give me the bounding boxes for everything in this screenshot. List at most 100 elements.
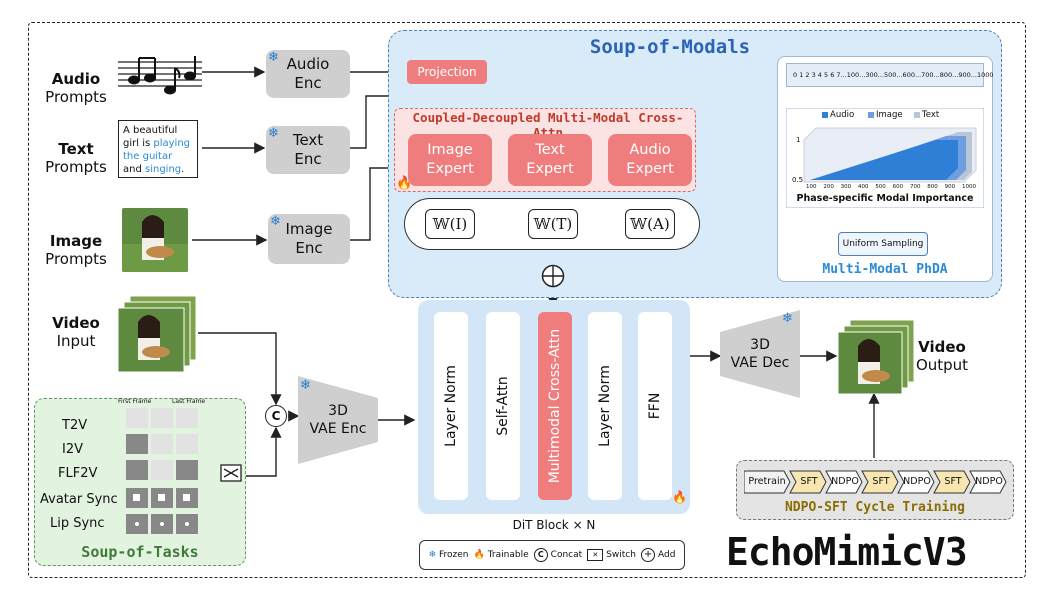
chart-y-top: 1 bbox=[796, 136, 801, 144]
legend-frozen-text: Frozen bbox=[439, 550, 469, 560]
phda-title: Multi-Modal PhDA bbox=[822, 262, 948, 277]
caption-highlight-1: playing the guitar bbox=[123, 138, 191, 162]
text-enc-l2: Enc bbox=[294, 150, 322, 168]
step-ndpo: NDPO bbox=[903, 476, 931, 487]
task-avatar-sync: Avatar Sync bbox=[40, 492, 118, 507]
image-prompts-rest: Prompts bbox=[45, 250, 107, 268]
audio-prompts-label: Audio Prompts bbox=[40, 70, 112, 106]
task-t2v: T2V bbox=[62, 418, 88, 433]
caption-part-3: . bbox=[181, 164, 185, 175]
task-i2v: I2V bbox=[62, 442, 83, 457]
audio-prompts-bold: Audio bbox=[51, 70, 101, 88]
ffn-column: FFN bbox=[638, 312, 672, 500]
step-ndpo: NDPO bbox=[831, 476, 859, 487]
concat-icon: C bbox=[533, 548, 548, 562]
step-sft: SFT bbox=[800, 476, 818, 487]
chart-x-ticks: 100 200 300 400 500 600 700 800 900 1000 bbox=[806, 184, 976, 190]
audio-prompts-rest: Prompts bbox=[45, 88, 107, 106]
legend-box: ❄ Frozen 🔥 Trainable C Concat ✕ Switch +… bbox=[419, 540, 685, 570]
x-tick: 900 bbox=[944, 184, 956, 190]
legend-switch: ✕ Switch bbox=[587, 549, 636, 561]
audio-enc-l1: Audio bbox=[286, 55, 330, 74]
x-tick: 400 bbox=[857, 184, 869, 190]
frozen-snowflake-icon: ❄ bbox=[782, 311, 793, 326]
image-prompts-label: Image Prompts bbox=[40, 232, 112, 268]
first-frame-label: First Frame bbox=[118, 398, 152, 405]
task-flf2v: FLF2V bbox=[58, 466, 98, 481]
video-input-frames bbox=[118, 296, 197, 372]
legend-image-swatch bbox=[868, 112, 874, 118]
projection-block: Projection bbox=[407, 60, 487, 84]
flame-icon: 🔥 bbox=[473, 550, 485, 560]
vae-dec-l2: VAE Dec bbox=[730, 355, 790, 372]
legend-frozen: ❄ Frozen bbox=[429, 550, 469, 560]
trainable-flame-icon: 🔥 bbox=[672, 490, 687, 504]
vae-decoder-label: 3D VAE Dec bbox=[722, 336, 798, 372]
caption-part-1: A beautiful girl is bbox=[123, 125, 178, 149]
layer-norm-label-2: Layer Norm bbox=[597, 365, 613, 447]
text-prompts-label: Text Prompts bbox=[40, 140, 112, 176]
task-lip-sync: Lip Sync bbox=[50, 516, 105, 531]
video-output-rest: Output bbox=[915, 356, 969, 374]
layer-norm-label: Layer Norm bbox=[443, 365, 459, 447]
chart-y-bottom: 0.5 bbox=[792, 176, 804, 184]
image-prompt-photo bbox=[122, 208, 188, 272]
step-sft: SFT bbox=[872, 476, 890, 487]
ndpo-sft-chevrons bbox=[744, 470, 1007, 494]
step-pretrain: Pretrain bbox=[748, 476, 786, 487]
text-prompts-rest: Prompts bbox=[45, 158, 107, 176]
image-expert-l1: Image bbox=[427, 142, 473, 159]
music-notes-icon bbox=[118, 56, 202, 95]
figure-frame bbox=[28, 22, 1026, 578]
video-input-rest: Input bbox=[56, 332, 96, 350]
audio-expert-l1: Audio bbox=[629, 142, 671, 159]
vae-encoder-shape bbox=[298, 376, 378, 464]
audio-expert-l2: Expert bbox=[626, 161, 674, 177]
vae-enc-l2: VAE Enc bbox=[309, 421, 367, 438]
x-tick: 100 bbox=[806, 184, 817, 190]
legend-add-text: Add bbox=[657, 550, 676, 560]
soup-of-tasks-title: Soup-of-Tasks bbox=[81, 543, 199, 561]
switch-icon: ✕ bbox=[587, 549, 604, 561]
image-enc-l2: Enc bbox=[295, 239, 323, 257]
legend-audio-swatch bbox=[822, 112, 828, 118]
trainable-flame-icon: 🔥 bbox=[396, 176, 413, 191]
text-expert-l1: Text bbox=[535, 142, 565, 159]
concat-circle-icon: C bbox=[265, 405, 287, 427]
add-circle-icon bbox=[541, 264, 565, 288]
image-enc-l1: Image bbox=[285, 220, 333, 239]
video-input-label: Video Input bbox=[40, 314, 112, 350]
switch-icon bbox=[220, 464, 242, 482]
vae-decoder-shape bbox=[720, 310, 800, 398]
chart-title: Phase-specific Modal Importance bbox=[796, 193, 974, 204]
vae-dec-l1: 3D bbox=[750, 337, 770, 353]
x-tick: 700 bbox=[909, 184, 921, 190]
legend-trainable: 🔥 Trainable bbox=[474, 550, 529, 560]
image-prompts-bold: Image bbox=[49, 232, 103, 250]
legend-audio-label: Audio bbox=[830, 110, 855, 120]
task-mask-grid bbox=[126, 408, 198, 534]
multimodal-cross-attn-label: Multimodal Cross-Attn bbox=[547, 328, 563, 484]
text-caption-card: A beautiful girl is playing the guitar a… bbox=[118, 120, 198, 178]
layer-norm-column: Layer Norm bbox=[434, 312, 468, 500]
brand-logo-text: EchoMimicV3 bbox=[726, 530, 968, 574]
x-tick: 1000 bbox=[961, 184, 976, 190]
frozen-snowflake-icon: ❄ bbox=[300, 378, 311, 393]
layer-norm-column-2: Layer Norm bbox=[588, 312, 622, 500]
legend-image-label: Image bbox=[876, 110, 903, 120]
video-output-frames bbox=[838, 320, 915, 394]
weight-text: 𝕎(T) bbox=[528, 209, 578, 239]
text-expert-l2: Expert bbox=[526, 161, 574, 177]
self-attn-label: Self-Attn bbox=[495, 376, 511, 436]
frozen-snowflake-icon: ❄ bbox=[268, 126, 279, 141]
video-output-bold: Video bbox=[918, 338, 966, 356]
legend-add: + Add bbox=[641, 548, 675, 562]
frozen-snowflake-icon: ❄ bbox=[268, 50, 279, 65]
step-sft: SFT bbox=[944, 476, 962, 487]
frozen-snowflake-icon: ❄ bbox=[270, 214, 281, 229]
